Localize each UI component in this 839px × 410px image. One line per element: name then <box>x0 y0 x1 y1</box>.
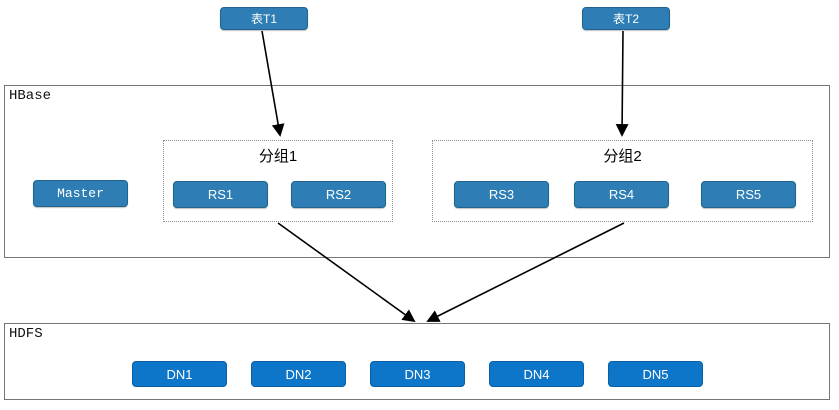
dn4-node-label: DN4 <box>523 366 550 382</box>
rs4-node-label: RS4 <box>608 187 635 202</box>
table-node-t2-label: 表T2 <box>612 12 639 26</box>
dn3-node: DN3 <box>370 361 465 387</box>
rs5-node: RS5 <box>701 181 796 208</box>
group-box-1: 分组1 RS1 RS2 <box>163 140 393 222</box>
hdfs-title: HDFS <box>9 326 43 342</box>
dn3-node-label: DN3 <box>404 366 431 382</box>
hbase-title: HBase <box>9 88 52 104</box>
dn1-node-label: DN1 <box>166 366 193 382</box>
rs1-node-label: RS1 <box>207 187 234 202</box>
group-2-title: 分组2 <box>603 148 642 165</box>
master-node-label: Master <box>57 186 104 201</box>
rs5-node-label: RS5 <box>735 187 762 202</box>
table-node-t2: 表T2 <box>582 7 670 30</box>
dn2-node-label: DN2 <box>285 366 312 382</box>
dn5-node-label: DN5 <box>642 366 669 382</box>
group-1-title: 分组1 <box>258 148 298 165</box>
dn2-node: DN2 <box>251 361 346 387</box>
table-node-t1-label: 表T1 <box>250 12 277 26</box>
rs3-node: RS3 <box>454 181 549 208</box>
master-node: Master <box>33 180 128 207</box>
dn4-node: DN4 <box>489 361 584 387</box>
dn1-node: DN1 <box>132 361 227 387</box>
rs4-node: RS4 <box>574 181 669 208</box>
table-node-t1: 表T1 <box>220 7 308 30</box>
rs1-node: RS1 <box>173 181 268 208</box>
group-box-2: 分组2 RS3 RS4 RS5 <box>432 140 813 222</box>
dn5-node: DN5 <box>608 361 703 387</box>
rs3-node-label: RS3 <box>488 187 515 202</box>
rs2-node-label: RS2 <box>325 187 352 202</box>
rs2-node: RS2 <box>291 181 386 208</box>
